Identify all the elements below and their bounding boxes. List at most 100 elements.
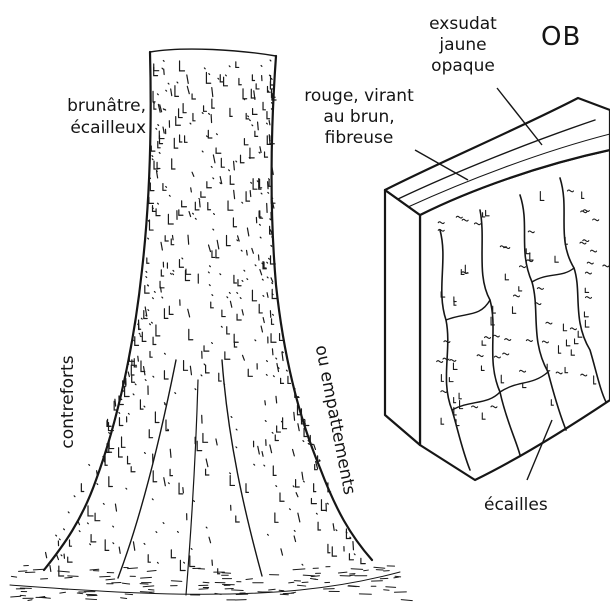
bark-scale-mark xyxy=(171,273,172,274)
bark-scale-mark xyxy=(190,366,191,375)
litter-mark xyxy=(86,599,97,600)
bark-scale-mark xyxy=(230,476,234,486)
bark-scale-mark xyxy=(229,66,230,67)
bark-scale-mark xyxy=(123,391,124,392)
litter-mark xyxy=(60,592,66,593)
bark-scale-mark xyxy=(302,564,303,565)
bark-scale-mark xyxy=(81,484,83,492)
bark-scale-mark xyxy=(314,445,316,450)
bark-scale-mark xyxy=(319,460,320,461)
bark-scale-mark xyxy=(209,245,211,252)
bark-scale-mark xyxy=(146,277,147,278)
bark-scale-mark xyxy=(269,179,270,180)
bark-scale-mark xyxy=(294,412,295,420)
bark-scale-mark xyxy=(138,356,139,361)
litter-mark xyxy=(279,590,284,591)
bark-scale-mark xyxy=(192,172,194,176)
litter-mark xyxy=(350,575,355,576)
litter-mark xyxy=(293,569,305,570)
bark-scale-mark xyxy=(311,498,316,503)
bark-scale-mark xyxy=(164,371,168,379)
bark-scale-mark xyxy=(286,370,287,371)
bark-scale-mark xyxy=(162,297,163,298)
bark-scale-mark xyxy=(333,524,334,531)
bark-scale-mark xyxy=(209,285,210,286)
bark-scale-mark xyxy=(202,151,203,152)
bark-scale-mark xyxy=(298,513,300,522)
bark-scale-mark xyxy=(273,314,274,315)
bark-scale-mark xyxy=(206,365,210,373)
bark-scale-mark xyxy=(263,318,264,323)
bark-scale-mark xyxy=(218,569,220,574)
bark-scale-mark xyxy=(267,277,268,278)
bark-scale-mark xyxy=(216,250,219,258)
bark-scale-mark xyxy=(226,75,227,76)
bark-scale-mark xyxy=(168,483,169,484)
bark-scale-mark xyxy=(270,219,271,220)
bark-scale-mark xyxy=(267,123,268,124)
bark-scale-mark xyxy=(267,112,270,119)
bark-scale-mark xyxy=(230,176,234,184)
bark-scale-mark xyxy=(211,167,212,168)
bark-scale-mark xyxy=(261,193,262,194)
bark-scale-mark xyxy=(271,109,272,110)
litter-mark xyxy=(141,577,152,578)
bark-scale-mark xyxy=(308,443,309,444)
bark-scale-mark xyxy=(212,343,213,344)
bark-scale-mark xyxy=(258,446,260,454)
bark-scale-mark xyxy=(233,218,236,227)
bark-scale-mark xyxy=(303,481,304,482)
bark-scale-mark xyxy=(283,418,287,429)
bark-scale-mark xyxy=(305,420,309,426)
bark-scale-mark xyxy=(270,60,271,61)
bark-scale-mark xyxy=(204,106,207,112)
label-exudate: exsudat jaune opaque xyxy=(428,14,498,77)
bark-scale-mark xyxy=(139,333,140,334)
bark-scale-mark xyxy=(119,547,120,553)
bark-scale-mark xyxy=(170,469,172,475)
bark-scale-mark xyxy=(217,240,219,249)
bark-scale-mark xyxy=(155,412,159,423)
bark-scale-mark xyxy=(188,235,189,244)
bark-scale-mark xyxy=(247,228,248,236)
bark-scale-mark xyxy=(255,131,258,136)
bark-scale-mark xyxy=(220,183,221,184)
bark-scale-mark xyxy=(174,138,177,148)
bark-scale-mark xyxy=(328,544,330,552)
bark-scale-mark xyxy=(220,274,221,275)
bark-scale-mark xyxy=(203,434,208,443)
litter-mark xyxy=(58,571,69,572)
bark-scale-mark xyxy=(165,109,166,110)
bark-scale-mark xyxy=(119,418,122,426)
bark-scale-mark xyxy=(166,90,167,91)
bark-scale-mark xyxy=(296,480,300,487)
bark-scale-mark xyxy=(252,290,256,301)
bark-scale-mark xyxy=(59,539,60,540)
bark-scale-mark xyxy=(149,197,154,203)
bark-scale-mark xyxy=(194,501,195,502)
bark-scale-mark xyxy=(172,235,173,239)
bark-scale-mark xyxy=(222,310,225,316)
bark-scale-mark xyxy=(152,322,153,323)
bark-scale-mark xyxy=(125,382,126,386)
bark-scale-mark xyxy=(146,271,147,272)
bark-scale-mark xyxy=(163,523,164,524)
bark-scale-mark xyxy=(263,296,264,297)
litter-mark xyxy=(65,577,72,578)
bark-scale-mark xyxy=(138,324,139,325)
bark-scale-mark xyxy=(262,452,263,457)
bark-scale-mark xyxy=(234,161,235,170)
bark-scale-mark xyxy=(179,109,183,118)
bark-scale-mark xyxy=(207,182,211,188)
bark-scale-mark xyxy=(184,562,185,563)
bark-scale-mark xyxy=(61,555,62,556)
bark-scale-mark xyxy=(147,285,148,286)
bark-scale-mark xyxy=(197,441,202,450)
bark-scale-mark xyxy=(126,488,127,489)
bark-scale-mark xyxy=(230,473,231,474)
bark-scale-mark xyxy=(247,250,248,255)
litter-mark xyxy=(386,587,396,588)
bark-scale-mark xyxy=(145,307,147,316)
bark-scale-mark xyxy=(314,484,316,492)
